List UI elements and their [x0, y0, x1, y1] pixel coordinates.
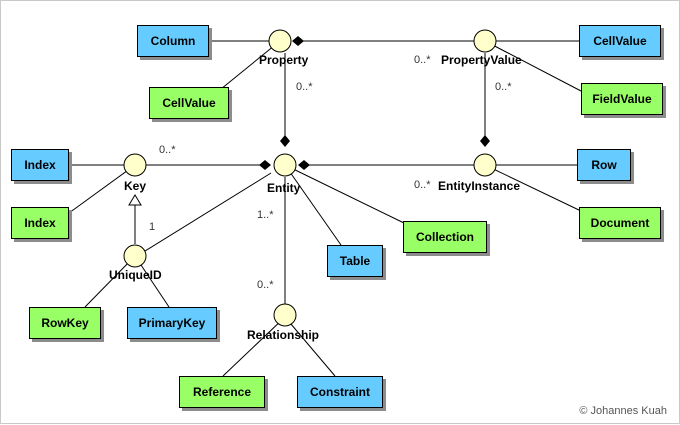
multiplicity-key-entity: 0..* — [159, 144, 176, 156]
collection-box: Collection — [403, 221, 487, 253]
constraint-box: Constraint — [297, 376, 383, 408]
multiplicity-property-entity: 0..* — [296, 81, 313, 93]
connector-relationship-constraint — [284, 316, 336, 377]
unique-id-label: UniqueID — [109, 268, 162, 282]
rowkey-box: RowKey — [29, 307, 101, 339]
connector-propertyvalue-fieldvalue — [484, 40, 582, 92]
multiplicity-property-value-down: 0..* — [495, 81, 512, 93]
connector-entity-uniqueid — [136, 172, 272, 257]
property-node — [268, 29, 292, 53]
composition-diamond-icon — [298, 160, 310, 170]
entity-instance-node — [473, 153, 497, 177]
connector-entity-table — [284, 164, 342, 246]
composition-diamond-icon — [292, 36, 304, 46]
cellvalue-green-box: CellValue — [149, 87, 229, 119]
connector-property-cellvalue — [220, 40, 281, 90]
multiplicity-entity-instance-left: 0..* — [414, 179, 431, 191]
cellvalue-blue-box: CellValue — [579, 25, 661, 57]
relationship-label: Relationship — [247, 328, 320, 342]
property-value-node — [473, 29, 497, 53]
table-box: Table — [327, 245, 383, 277]
property-value-label: PropertyValue — [441, 53, 522, 67]
property-label: Property — [259, 53, 309, 67]
relationship-node — [273, 303, 297, 327]
multiplicity-entity-relationship: 1..* — [257, 209, 274, 221]
multiplicity-relationship-top: 0..* — [257, 279, 274, 291]
multiplicity-property-value-left: 0..* — [414, 54, 431, 66]
entity-label: Entity — [267, 181, 301, 195]
composition-diamond-icon — [480, 135, 490, 147]
entity-node — [273, 153, 297, 177]
index-blue-box: Index — [11, 149, 69, 181]
index-green-box: Index — [11, 207, 69, 239]
key-label: Key — [124, 179, 147, 193]
composition-diamond-icon — [259, 160, 271, 170]
key-node — [123, 153, 147, 177]
unique-id-node — [123, 244, 147, 268]
composition-diamond-icon — [280, 135, 290, 147]
connector-key-index — [68, 164, 136, 214]
connector-entityinstance-document — [484, 164, 582, 212]
multiplicity-unique-id-key: 1 — [149, 221, 156, 233]
connector-entity-collection — [284, 164, 405, 224]
copyright-text: © Johannes Kuah — [579, 405, 667, 417]
connector-uniqueid-rowkey — [84, 255, 136, 308]
entity-instance-label: EntityInstance — [438, 179, 521, 193]
row-box: Row — [577, 149, 631, 181]
fieldvalue-box: FieldValue — [581, 83, 663, 115]
document-box: Document — [579, 207, 661, 239]
column-box: Column — [137, 25, 209, 57]
reference-box: Reference — [179, 376, 265, 408]
connector-relationship-reference — [222, 316, 286, 377]
primarykey-box: PrimaryKey — [127, 307, 217, 339]
generalization-arrow-icon — [128, 194, 142, 206]
